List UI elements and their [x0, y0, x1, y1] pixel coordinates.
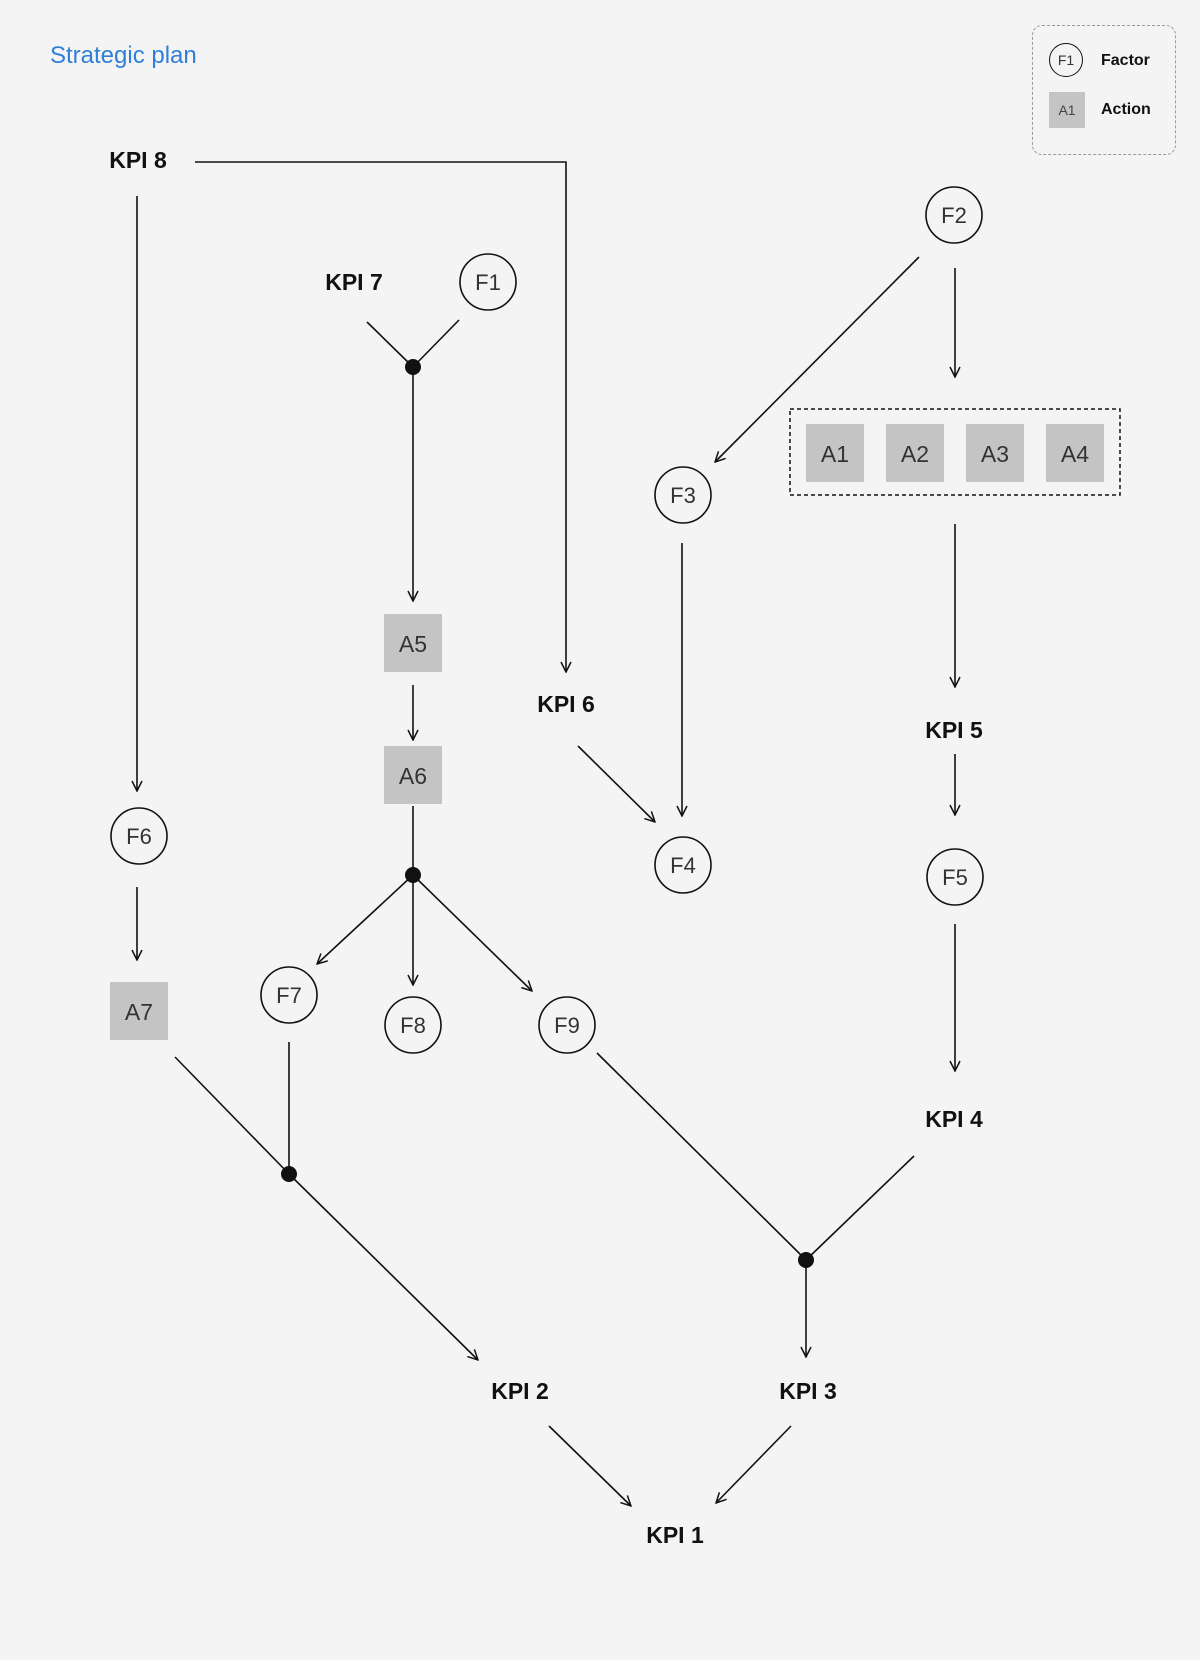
- factor-f7-label: F7: [276, 983, 302, 1008]
- junction-f9-kpi4: [798, 1252, 814, 1268]
- factor-f6[interactable]: F6: [110, 807, 168, 865]
- junction-a6: [405, 867, 421, 883]
- factor-f7[interactable]: F7: [260, 966, 318, 1024]
- factor-f1-label: F1: [475, 270, 501, 295]
- action-a6[interactable]: A6: [384, 746, 442, 804]
- factor-f5-label: F5: [942, 865, 968, 890]
- factor-f5[interactable]: F5: [926, 848, 984, 906]
- action-a4[interactable]: A4: [1046, 424, 1104, 482]
- edge-kpi6-f4: [577, 745, 655, 822]
- edge-a7-merge: [174, 1056, 290, 1175]
- factor-f1[interactable]: F1: [459, 253, 517, 311]
- factor-f8[interactable]: F8: [384, 996, 442, 1054]
- action-a1-label: A1: [821, 441, 849, 467]
- action-a2-label: A2: [901, 441, 929, 467]
- kpi-nodes: KPI 8 KPI 7 KPI 6 KPI 5 KPI 4 KPI 3 KPI …: [109, 147, 983, 1548]
- kpi-7[interactable]: KPI 7: [325, 269, 383, 295]
- edge-merge-kpi2: [288, 1173, 478, 1360]
- factor-f8-label: F8: [400, 1013, 426, 1038]
- legend-action: A1 Action: [1049, 92, 1169, 128]
- action-a7-label: A7: [125, 999, 153, 1025]
- action-a1[interactable]: A1: [806, 424, 864, 482]
- edge-kpi8-kpi6: [195, 161, 566, 672]
- kpi-8[interactable]: KPI 8: [109, 147, 167, 173]
- action-a7[interactable]: A7: [110, 982, 168, 1040]
- kpi-3[interactable]: KPI 3: [779, 1378, 837, 1404]
- factor-f9-label: F9: [554, 1013, 580, 1038]
- legend-action-symbol: A1: [1049, 92, 1085, 128]
- kpi-1[interactable]: KPI 1: [646, 1522, 704, 1548]
- factor-f3-label: F3: [670, 483, 696, 508]
- edge-junction-f9: [412, 874, 532, 991]
- legend-action-label: Action: [1101, 101, 1151, 118]
- junction-a7-f7: [281, 1166, 297, 1182]
- factor-f2[interactable]: F2: [925, 186, 983, 244]
- edge-f9-merge: [596, 1052, 807, 1261]
- factor-f6-label: F6: [126, 824, 152, 849]
- edge-f2-f3: [715, 256, 920, 462]
- edge-kpi7-merge: [366, 321, 414, 368]
- action-a5[interactable]: A5: [384, 614, 442, 672]
- action-a2[interactable]: A2: [886, 424, 944, 482]
- legend-factor-symbol: F1: [1049, 43, 1083, 77]
- action-a6-label: A6: [399, 763, 427, 789]
- connectors: [137, 161, 955, 1506]
- kpi-4[interactable]: KPI 4: [925, 1106, 983, 1132]
- legend: F1 Factor A1 Action: [1032, 25, 1176, 155]
- legend-factor: F1 Factor: [1049, 43, 1169, 79]
- page-title: Strategic plan: [50, 42, 197, 69]
- junction-kpi7-f1: [405, 359, 421, 375]
- kpi-2[interactable]: KPI 2: [491, 1378, 549, 1404]
- edge-f1-merge: [412, 319, 460, 368]
- factor-nodes: F1 F2 F3 F4 F5 F6: [110, 186, 984, 1054]
- action-group-box: [789, 408, 1121, 496]
- junctions: [281, 359, 814, 1268]
- edge-kpi2-kpi1: [548, 1425, 631, 1506]
- kpi-5[interactable]: KPI 5: [925, 717, 983, 743]
- factor-f9[interactable]: F9: [538, 996, 596, 1054]
- action-a4-label: A4: [1061, 441, 1089, 467]
- factor-f4-label: F4: [670, 853, 696, 878]
- kpi-6[interactable]: KPI 6: [537, 691, 595, 717]
- legend-factor-label: Factor: [1101, 52, 1150, 69]
- factor-f2-label: F2: [941, 203, 967, 228]
- edge-junction-f7: [317, 874, 414, 964]
- action-a3-label: A3: [981, 441, 1009, 467]
- action-nodes: A1 A2 A3 A4 A5 A6: [110, 424, 1104, 1040]
- edge-kpi3-kpi1: [716, 1425, 792, 1503]
- action-a3[interactable]: A3: [966, 424, 1024, 482]
- factor-f3[interactable]: F3: [654, 466, 712, 524]
- factor-f4[interactable]: F4: [654, 836, 712, 894]
- edge-kpi4-merge: [805, 1155, 915, 1261]
- action-a5-label: A5: [399, 631, 427, 657]
